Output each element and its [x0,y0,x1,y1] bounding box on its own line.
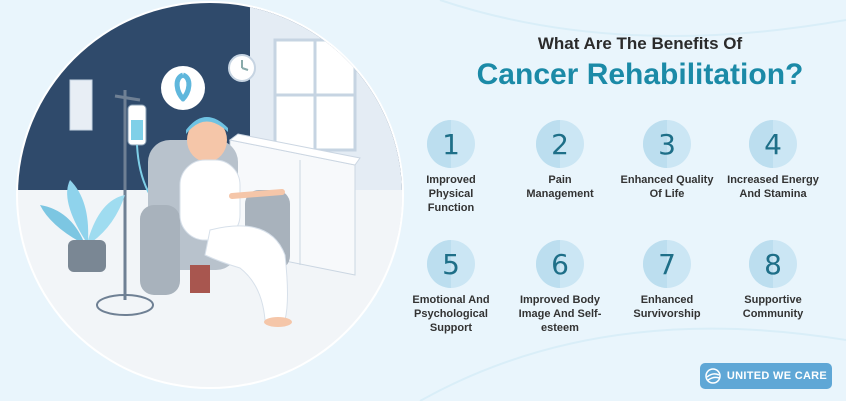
benefit-label: Supportive Community [742,294,804,320]
number-circle: 3 [643,120,691,168]
benefit-item: 8 Supportive Community [718,240,828,321]
patient-illustration [16,1,404,389]
benefit-number: 1 [442,127,460,161]
benefit-number: 5 [442,247,460,281]
benefit-item: 3 Enhanced Quality Of Life [612,120,722,201]
benefit-number: 7 [658,247,676,281]
benefit-label: Emotional And Psychological Support [412,294,490,334]
number-circle: 8 [749,240,797,288]
page-subtitle: What Are The Benefits Of [537,34,743,53]
window [273,38,357,152]
benefit-label: Enhanced Survivorship [633,294,701,320]
benefit-number: 4 [764,127,782,161]
benefit-label: Increased Energy And Stamina [727,174,819,200]
benefit-label: Pain Management [526,174,594,200]
number-circle: 4 [749,120,797,168]
brand-name: UNITED WE CARE [726,370,828,382]
benefit-item: 6 Improved Body Image And Self-esteem [505,240,615,335]
benefit-item: 5 Emotional And Psychological Support [396,240,506,335]
number-circle: 1 [427,120,475,168]
benefit-label: Enhanced Quality Of Life [620,174,714,200]
benefit-number: 6 [551,247,569,281]
globe-logo-icon [705,368,721,384]
benefit-item: 2 Pain Management [505,120,615,201]
number-circle: 7 [643,240,691,288]
number-circle: 6 [536,240,584,288]
benefit-item: 1 Improved Physical Function [396,120,506,215]
benefit-number: 2 [551,127,569,161]
number-circle: 5 [427,240,475,288]
benefit-number: 3 [658,127,676,161]
benefit-label: Improved Physical Function [426,174,476,214]
benefit-item: 7 Enhanced Survivorship [612,240,722,321]
brand-badge: UNITED WE CARE [700,363,832,389]
benefit-number: 8 [764,247,782,281]
benefit-item: 4 Increased Energy And Stamina [718,120,828,201]
benefit-label: Improved Body Image And Self-esteem [518,294,602,334]
number-circle: 2 [536,120,584,168]
page-title: Cancer Rehabilitation? [476,58,804,91]
